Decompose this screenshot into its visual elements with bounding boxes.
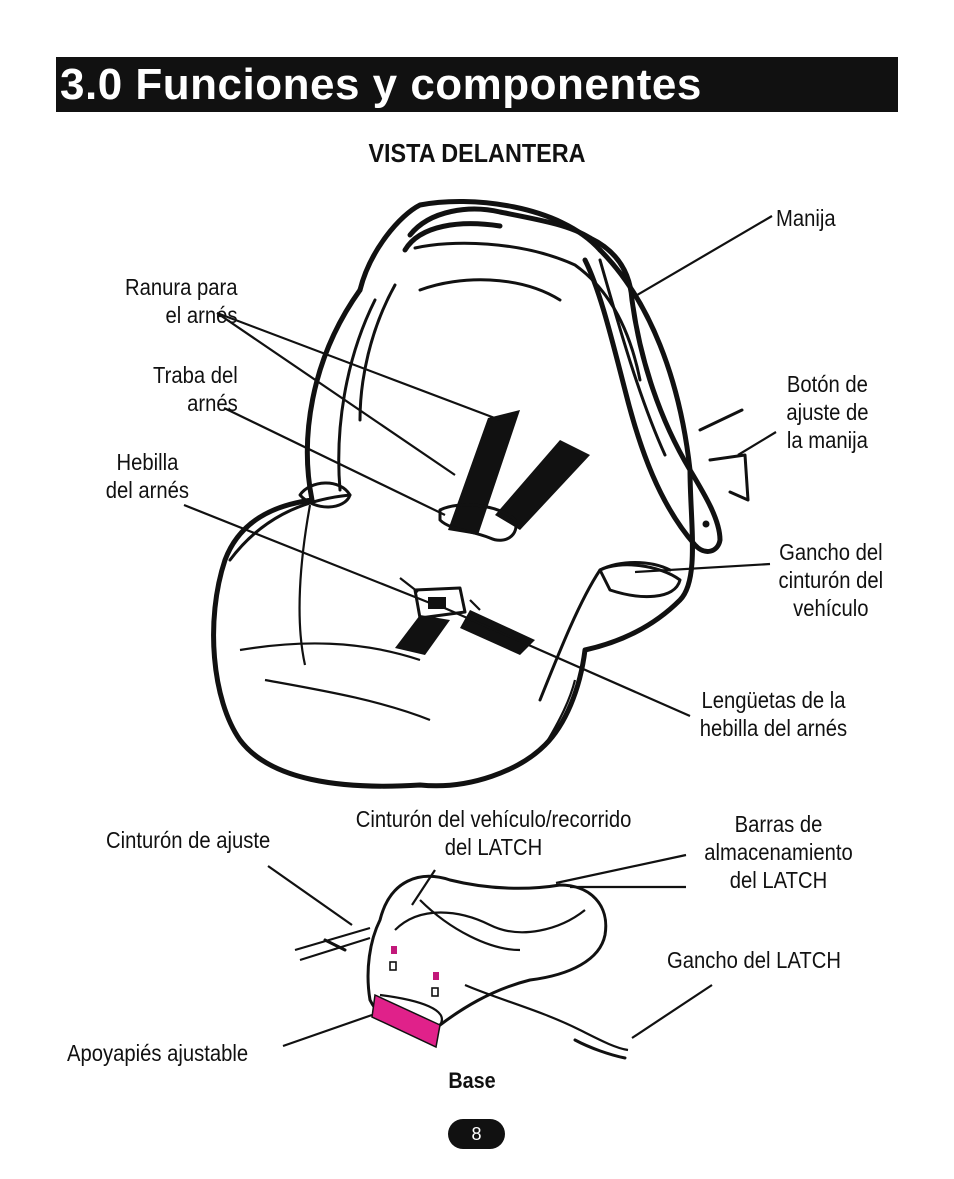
label-harness-retainer-line1: Traba del bbox=[153, 362, 238, 388]
label-handle: Manija bbox=[776, 205, 836, 231]
page-number: 8 bbox=[448, 1119, 505, 1149]
label-handle-button-line1: Botón de bbox=[786, 371, 868, 397]
label-belt-path-line1: Cinturón del vehículo/recorrido bbox=[355, 806, 632, 832]
label-adjust-belt: Cinturón de ajuste bbox=[106, 827, 271, 853]
label-storage-bars: Barras de almacenamiento del LATCH bbox=[694, 810, 863, 894]
label-belt-hook-line2: cinturón del bbox=[778, 567, 884, 593]
base-caption: Base bbox=[448, 1068, 496, 1093]
label-handle-button-line3: la manija bbox=[786, 427, 868, 453]
label-harness-buckle-line1: Hebilla bbox=[116, 449, 179, 475]
label-belt-path: Cinturón del vehículo/recorrido del LATC… bbox=[336, 805, 651, 861]
label-storage-bars-line3: del LATCH bbox=[729, 867, 828, 893]
car-seat-drawing bbox=[211, 199, 750, 789]
label-foot: Apoyapiés ajustable bbox=[67, 1040, 249, 1066]
title-bar: 3.0 Funciones y componentes bbox=[56, 57, 898, 112]
label-buckle-tongues-line2: hebilla del arnés bbox=[699, 715, 848, 741]
label-harness-slot-line1: Ranura para bbox=[124, 274, 238, 300]
leader-lines bbox=[183, 215, 777, 1048]
label-handle-button-line2: ajuste de bbox=[786, 399, 869, 425]
label-storage-bars-line1: Barras de bbox=[734, 811, 823, 837]
label-storage-bars-line2: almacenamiento bbox=[704, 839, 853, 865]
label-buckle-tongues-line1: Lengüetas de la bbox=[701, 687, 846, 713]
base-drawing bbox=[294, 874, 629, 1060]
label-belt-hook: Gancho del cinturón del vehículo bbox=[771, 538, 891, 622]
label-handle-button: Botón de ajuste de la manija bbox=[779, 370, 876, 454]
label-harness-slot-line2: el arnés bbox=[165, 302, 238, 328]
label-harness-retainer: Traba del arnés bbox=[141, 361, 238, 417]
label-belt-hook-line1: Gancho del bbox=[779, 539, 883, 565]
label-harness-retainer-line2: arnés bbox=[187, 390, 238, 416]
label-harness-buckle-line2: del arnés bbox=[105, 477, 190, 503]
label-harness-buckle: Hebilla del arnés bbox=[99, 448, 196, 504]
label-harness-slot: Ranura para el arnés bbox=[109, 273, 238, 329]
label-buckle-tongues: Lengüetas de la hebilla del arnés bbox=[689, 686, 858, 742]
page-title: 3.0 Funciones y componentes bbox=[60, 60, 702, 109]
label-latch-hook: Gancho del LATCH bbox=[667, 947, 842, 973]
front-view-heading: VISTA DELANTERA bbox=[368, 138, 586, 168]
label-belt-path-line2: del LATCH bbox=[444, 834, 543, 860]
label-belt-hook-line3: vehículo bbox=[793, 595, 869, 621]
